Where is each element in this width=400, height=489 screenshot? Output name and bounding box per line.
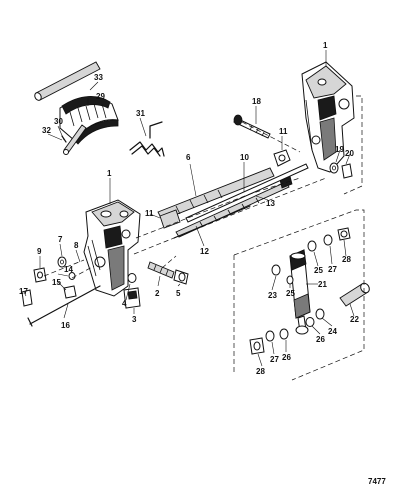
washer-part-23 <box>271 264 281 276</box>
callout-label: 14 <box>64 265 73 274</box>
callout-label: 18 <box>252 97 261 106</box>
bolt-part <box>233 114 271 139</box>
callout-label: 22 <box>350 315 359 324</box>
callout-label: 30 <box>54 117 63 126</box>
cylinder-part <box>289 249 311 319</box>
threaded-rod-part <box>175 175 293 238</box>
nut-part-left <box>33 267 47 283</box>
stud-part <box>147 261 175 279</box>
callout-label: 29 <box>96 92 105 101</box>
callout-label: 15 <box>52 278 61 287</box>
callout-label: 2 <box>155 289 160 298</box>
callout-label: 11 <box>145 209 154 218</box>
callout-label: 26 <box>282 353 291 362</box>
nut-part-right <box>341 163 353 179</box>
callout-label: 5 <box>176 289 181 298</box>
callout-label: 27 <box>328 265 337 274</box>
callout-label: 25 <box>314 266 323 275</box>
callout-label: 33 <box>94 73 103 82</box>
callout-label: 12 <box>200 247 209 256</box>
callout-label: 31 <box>136 109 145 118</box>
callout-label: 8 <box>74 241 79 250</box>
cap-part-28a <box>337 227 351 241</box>
spacer-part <box>159 209 181 229</box>
callout-label: 27 <box>270 355 279 364</box>
nut-part <box>273 149 291 167</box>
assembly-lines <box>43 95 365 381</box>
washer-part-27a <box>323 234 333 246</box>
washer-part <box>329 162 339 174</box>
callout-label: 28 <box>342 255 351 264</box>
callout-label: 10 <box>240 153 249 162</box>
figure-number: 7477 <box>368 477 386 486</box>
washer-part-27b <box>265 330 275 342</box>
cap-part-28b <box>249 337 265 355</box>
washer-part-26b <box>279 328 289 340</box>
callout-label: 11 <box>279 127 288 136</box>
tube-part <box>185 163 309 223</box>
callout-label: 9 <box>37 247 42 256</box>
strap-part <box>59 96 119 145</box>
callout-label: 4 <box>122 299 127 308</box>
small-pin-part <box>61 124 87 155</box>
callout-label: 24 <box>328 327 337 336</box>
callout-label: 21 <box>318 280 327 289</box>
callout-label: 28 <box>256 367 265 376</box>
left-bracket-part <box>83 199 141 297</box>
spring-part <box>129 121 165 157</box>
callout-label: 26 <box>316 335 325 344</box>
callout-label: 25 <box>286 289 295 298</box>
washer-part-lower <box>127 273 137 283</box>
callout-label: 3 <box>132 315 137 324</box>
leader-lines <box>23 50 355 367</box>
washer-part-25b <box>286 275 294 285</box>
callout-label: 19 <box>335 145 344 154</box>
right-bracket-part <box>301 61 355 173</box>
callout-label: 20 <box>345 149 354 158</box>
washer-part-26a <box>305 317 315 327</box>
washer-part-25a <box>307 240 317 252</box>
tie-rod-part <box>21 285 101 327</box>
callout-label: 23 <box>268 291 277 300</box>
pin-part <box>34 61 101 101</box>
bushing-part <box>63 285 77 299</box>
callout-label: 7 <box>58 235 63 244</box>
callout-label: 17 <box>19 287 28 296</box>
callout-labels: 1 1 2 3 4 5 6 7 8 9 10 11 11 12 13 14 15… <box>19 41 359 376</box>
washer-part-24 <box>315 308 325 320</box>
callout-label: 6 <box>186 153 191 162</box>
piston-rod-part <box>295 315 309 335</box>
callout-label: 1 <box>107 169 112 178</box>
washer-part-left <box>57 256 67 268</box>
callout-label: 13 <box>266 199 275 208</box>
callout-label: 32 <box>42 126 51 135</box>
pin-part-right <box>339 282 370 307</box>
callout-label: 16 <box>61 321 70 330</box>
cap-part <box>173 269 189 285</box>
callout-label: 1 <box>323 41 328 50</box>
